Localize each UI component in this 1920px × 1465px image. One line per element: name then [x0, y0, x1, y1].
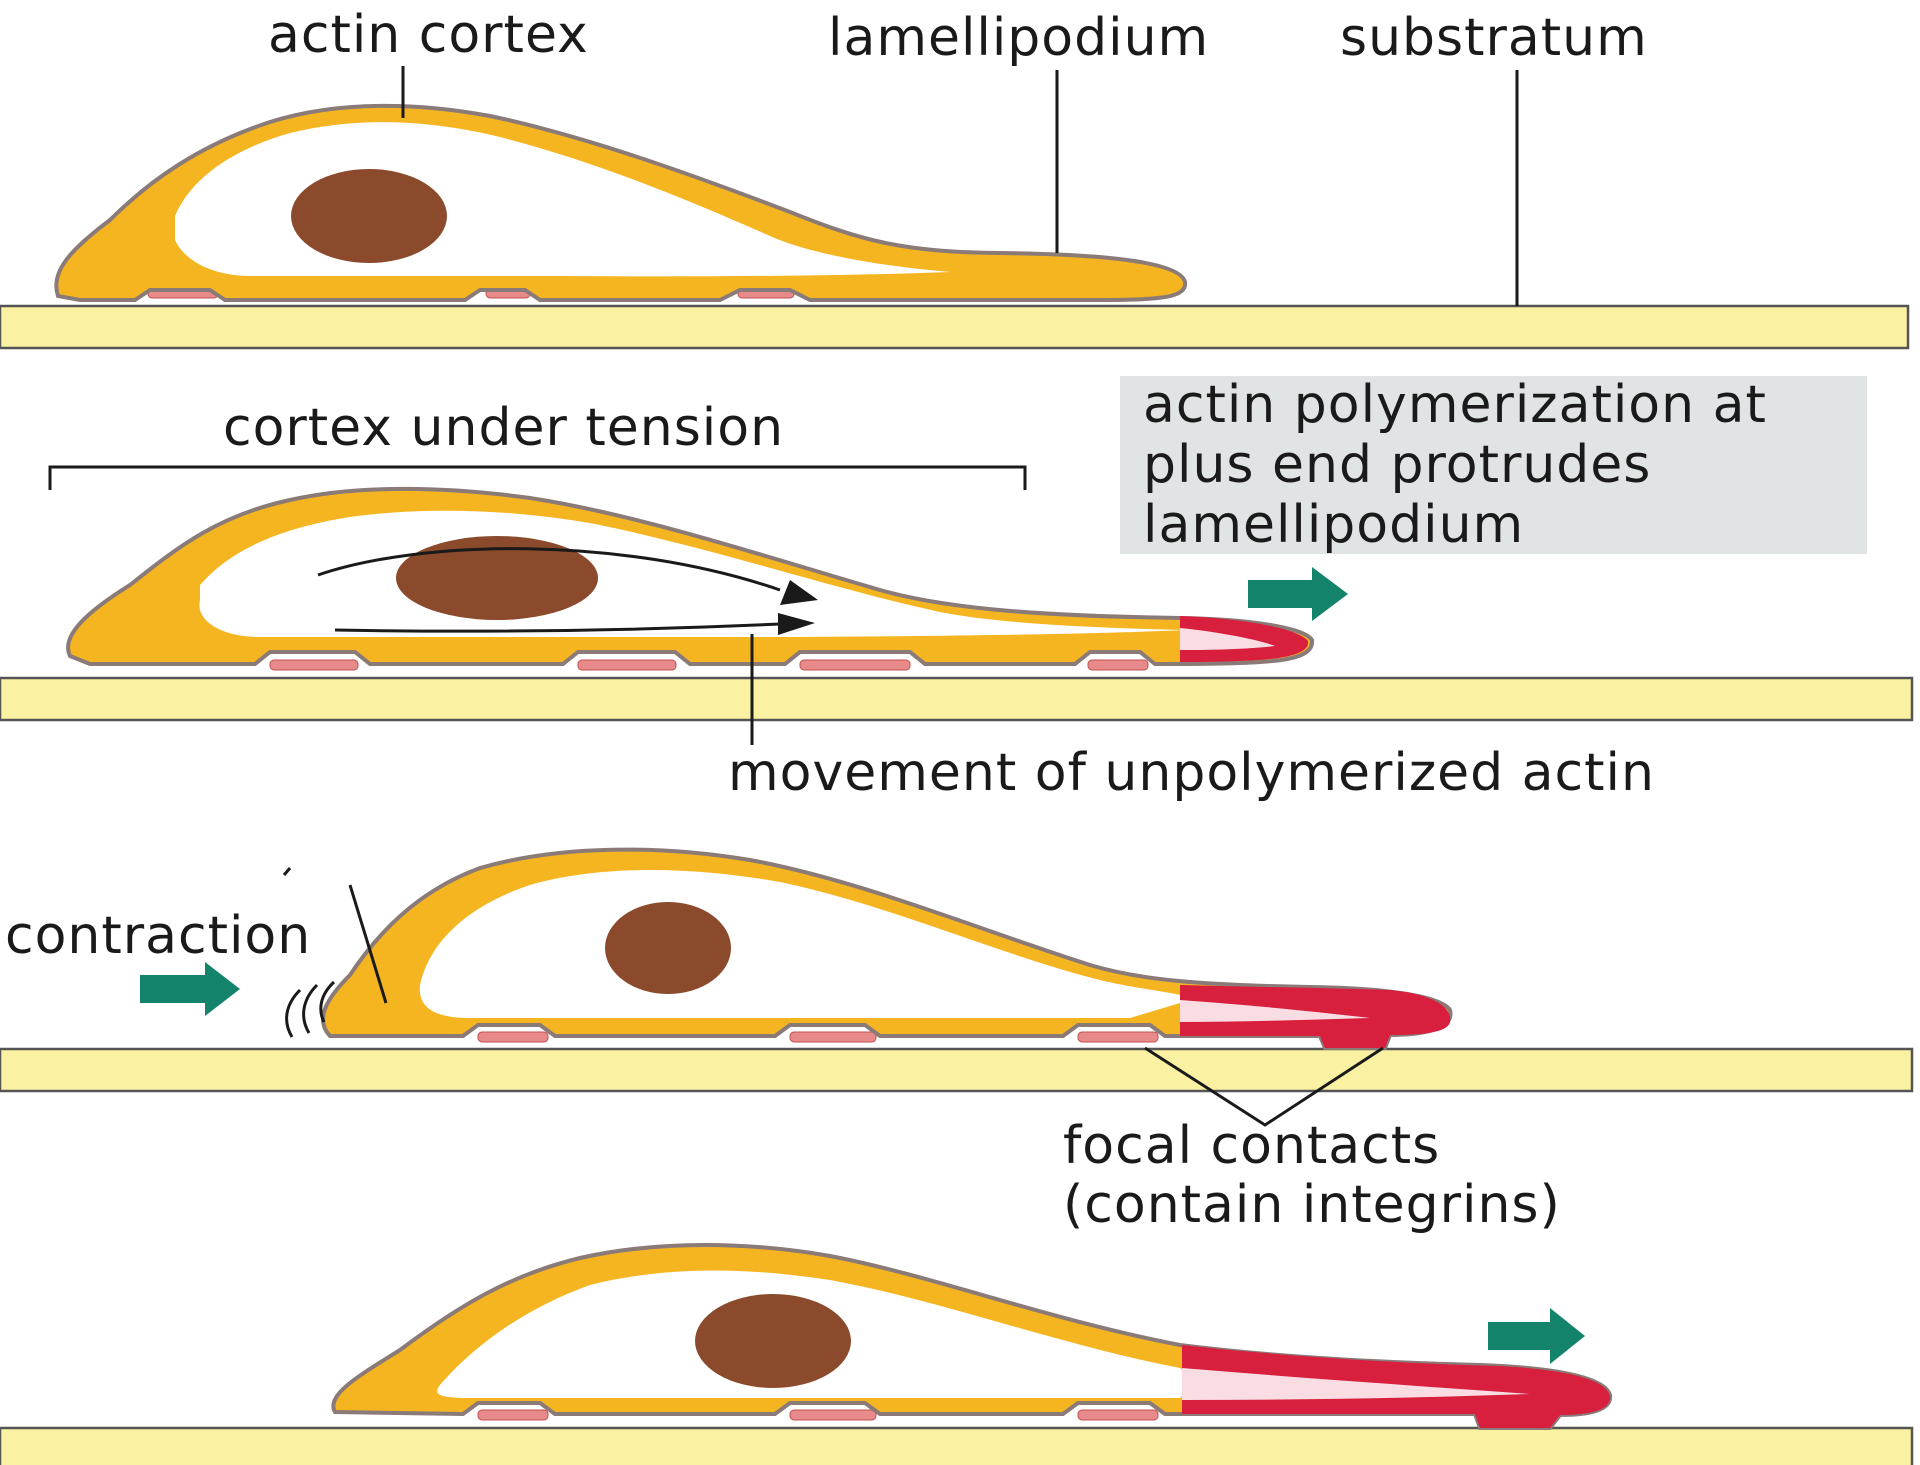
label-polymerization-1: actin polymerization at — [1143, 375, 1767, 435]
focal-contact — [269, 659, 359, 671]
label-cortex-under-tension: cortex under tension — [223, 398, 784, 458]
substratum-1 — [0, 304, 1910, 350]
nucleus — [291, 169, 447, 263]
arrow-actin-flow-upper — [317, 547, 781, 592]
panel-3: contraction focal contacts (contain inte… — [0, 847, 1914, 1235]
label-polymerization-2: plus end protrudes — [1143, 435, 1651, 495]
arrowhead-upper — [780, 580, 818, 605]
nucleus — [695, 1294, 851, 1388]
arrowhead-lower — [778, 613, 815, 635]
teal-arrow-advance — [1488, 1308, 1585, 1364]
label-lamellipodium: lamellipodium — [828, 8, 1209, 68]
plus-end-inner — [1182, 1368, 1530, 1400]
focal-contact — [789, 1031, 877, 1043]
contraction-mark — [282, 867, 292, 876]
panel-2: cortex under tension movement of unpolym… — [0, 375, 1914, 803]
cytoplasm — [419, 869, 1192, 1018]
nucleus — [396, 536, 598, 620]
panel-4 — [0, 1243, 1914, 1465]
focal-contact — [1077, 1409, 1159, 1421]
teal-arrow-protrusion — [1248, 567, 1348, 621]
leader-focal-contacts — [1144, 1046, 1384, 1127]
label-polymerization-3: lamellipodium — [1143, 495, 1524, 555]
plus-end-inner — [1180, 1000, 1370, 1022]
teal-arrow-contraction — [140, 962, 240, 1016]
nucleus — [605, 902, 731, 994]
substratum-3 — [0, 1047, 1914, 1093]
focal-contact — [1087, 659, 1149, 671]
arrow-actin-flow-lower — [334, 622, 781, 633]
label-contraction: contraction — [5, 906, 311, 966]
bracket-cortex-tension — [48, 465, 1027, 490]
panel-1: actin cortex lamellipodium substratum — [0, 5, 1910, 350]
focal-contact — [799, 659, 911, 671]
label-substratum: substratum — [1340, 8, 1648, 68]
label-integrins: (contain integrins) — [1063, 1175, 1561, 1235]
caption-box-polymerization — [1120, 376, 1867, 554]
focal-contact — [789, 1409, 877, 1421]
label-actin-cortex: actin cortex — [268, 5, 589, 65]
motion-line — [285, 988, 302, 1038]
label-focal-contacts: focal contacts — [1063, 1116, 1440, 1176]
substratum-4 — [0, 1426, 1914, 1465]
focal-contact — [477, 1409, 549, 1421]
motion-line — [319, 980, 336, 1023]
label-movement-unpolymerized: movement of unpolymerized actin — [728, 743, 1655, 803]
focal-contact — [1077, 1031, 1159, 1043]
substratum-2 — [0, 676, 1914, 722]
motion-line — [302, 983, 319, 1034]
focal-contact — [477, 1031, 549, 1043]
plus-end-inner — [1180, 628, 1275, 650]
focal-contact — [577, 659, 677, 671]
leader-contraction — [348, 884, 388, 1004]
